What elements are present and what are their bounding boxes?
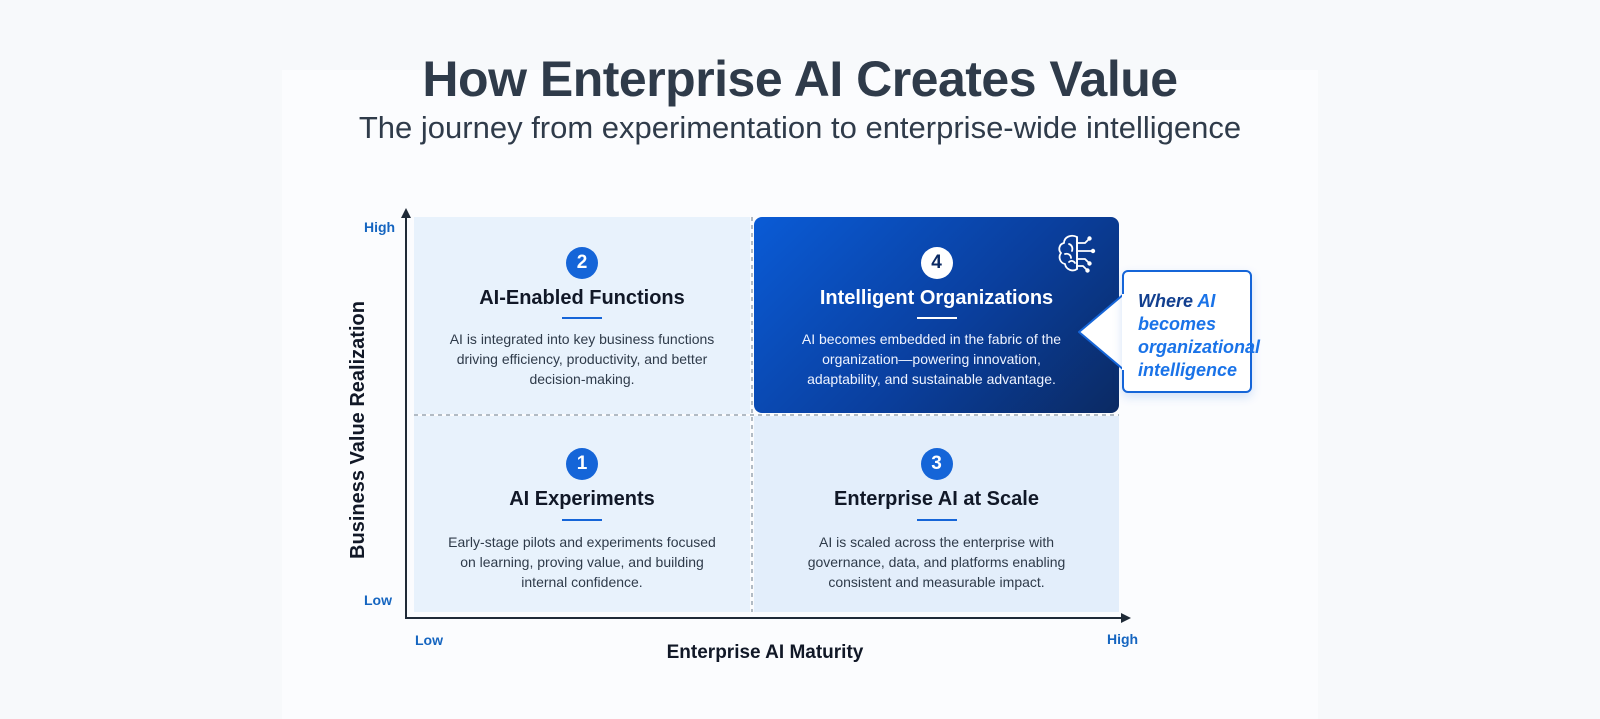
callout-line-1: Where AI — [1138, 290, 1250, 313]
brain-circuit-icon — [1058, 234, 1096, 273]
x-axis-high-label: High — [1107, 631, 1139, 647]
callout-line-3: organizational — [1138, 337, 1261, 357]
callout-highlight: AI — [1197, 291, 1216, 311]
callout-line-4: intelligence — [1138, 360, 1238, 380]
quadrant-number-badge: 3 — [920, 448, 953, 480]
y-axis-arrow — [401, 208, 411, 218]
quadrant-number-badge: 1 — [566, 448, 598, 480]
quadrant-title: Enterprise AI at Scale — [834, 488, 1039, 510]
quadrant-description: AI is scaled across the enterprise with … — [807, 534, 1066, 590]
callout-line-2: becomes — [1138, 314, 1217, 334]
quadrant-intelligent-organizations: 4 Intelligent Organizations AI becomes e… — [754, 217, 1119, 413]
quadrant-title-underline — [916, 317, 957, 319]
quadrant-title-underline — [562, 519, 602, 521]
callout-pointer — [1078, 293, 1125, 371]
page-title: How Enterprise AI Creates Value — [422, 51, 1178, 107]
y-axis-high-label: High — [364, 219, 396, 235]
y-axis-low-label: Low — [364, 592, 392, 608]
y-axis-title: Business Value Realization — [347, 301, 369, 559]
quadrant-ai-enabled-functions: 2 AI-Enabled Functions AI is integrated … — [414, 217, 750, 414]
x-axis-low-label: Low — [415, 632, 443, 648]
callout-joint — [1122, 294, 1125, 370]
quadrant-title-underline — [916, 519, 957, 521]
callout-prefix: Where — [1138, 291, 1198, 311]
quadrant-title: Intelligent Organizations — [819, 287, 1054, 309]
callout-box: Where AI becomes organizational intellig… — [1122, 270, 1261, 393]
quadrant-number-badge: 4 — [920, 247, 953, 279]
quadrant-title: AI Experiments — [509, 488, 655, 510]
quadrant-description: Early-stage pilots and experiments focus… — [448, 534, 716, 590]
quadrant-ai-experiments: 1 AI Experiments Early-stage pilots and … — [414, 416, 750, 612]
quadrant-number-badge: 2 — [566, 247, 598, 279]
quadrant-enterprise-ai-at-scale: 3 Enterprise AI at Scale AI is scaled ac… — [754, 416, 1119, 612]
quadrant-title-underline — [562, 317, 602, 319]
quadrant-description: AI is integrated into key business funct… — [449, 331, 715, 387]
quadrant-title: AI-Enabled Functions — [479, 287, 685, 309]
page-subtitle: The journey from experimentation to ente… — [358, 110, 1242, 145]
x-axis-arrow — [1121, 613, 1131, 623]
quadrant-description: AI becomes embedded in the fabric of the… — [801, 331, 1062, 387]
x-axis-title: Enterprise AI Maturity — [666, 642, 864, 663]
